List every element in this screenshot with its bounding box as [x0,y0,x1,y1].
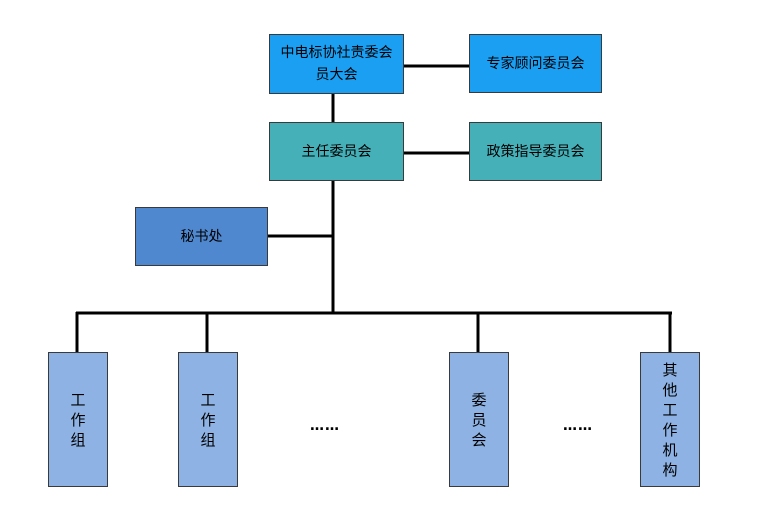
other-bodies-label: 其 他 工 作 机 构 [662,360,678,479]
working-group-box-2: 工 作 组 [178,352,238,487]
ellipsis-2: …… [563,418,593,434]
secretariat-label: 秘书处 [180,228,223,245]
working-group-label-1: 工 作 组 [70,390,86,449]
committee-label: 委 员 会 [471,390,487,449]
general-assembly-label: 中电标协社责委会员大会 [280,45,393,83]
director-committee-label: 主任委员会 [301,143,372,160]
secretariat-box: 秘书处 [135,207,268,266]
committee-box: 委 员 会 [449,352,509,487]
policy-committee-box: 政策指导委员会 [469,122,602,181]
working-group-box-1: 工 作 组 [48,352,108,487]
general-assembly-box: 中电标协社责委会员大会 [269,34,404,94]
working-group-label-2: 工 作 组 [200,390,216,449]
expert-committee-box: 专家顾问委员会 [469,34,602,93]
director-committee-box: 主任委员会 [269,122,404,181]
policy-committee-label: 政策指导委员会 [486,143,585,160]
expert-committee-label: 专家顾问委员会 [486,55,585,72]
ellipsis-1: …… [310,418,340,434]
other-bodies-box: 其 他 工 作 机 构 [640,352,700,487]
